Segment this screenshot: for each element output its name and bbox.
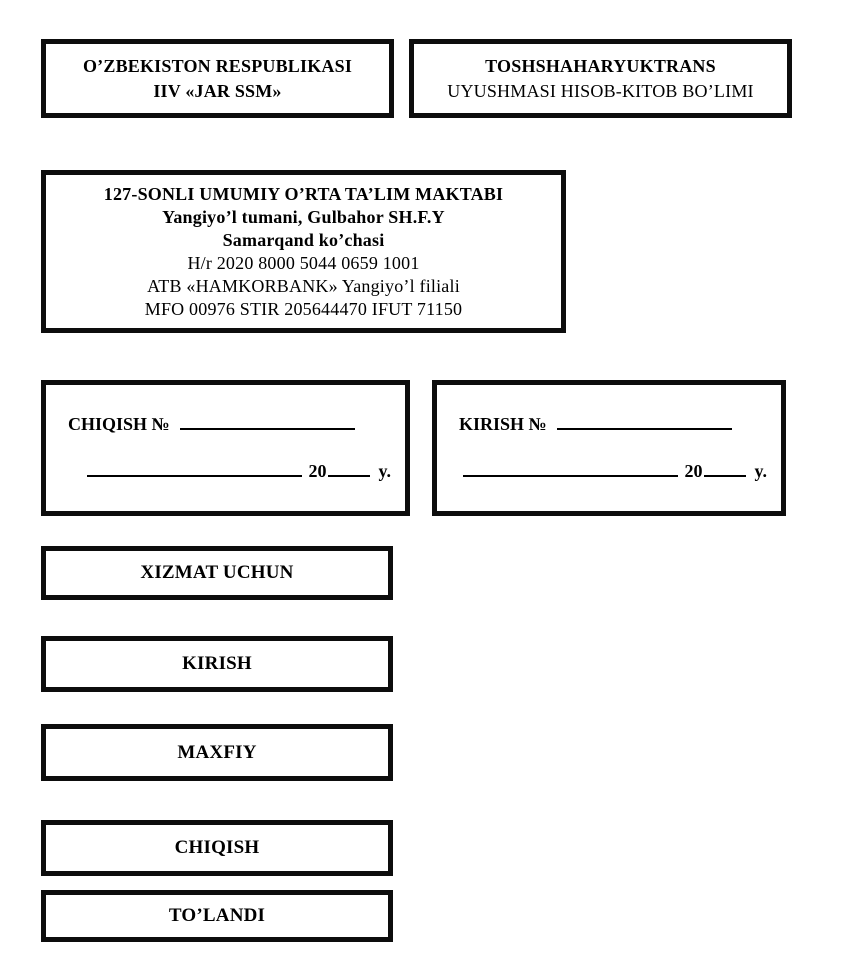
outgoing-year-prefix: 20 [308,461,327,481]
outgoing-number-blank[interactable] [179,428,355,430]
register-box-outgoing: CHIQISH № 20 y. [41,380,410,516]
school-name: 127-SONLI UMUMIY O’RTA TA’LIM MAKTABI [103,183,504,204]
school-mfo-stir-ifut: MFO 00976 STIR 205644470 IFUT 71150 [144,298,463,319]
stamp-label-chiqish: CHIQISH [174,837,260,858]
incoming-date-blank[interactable] [463,475,679,477]
incoming-year-blank[interactable] [704,475,747,477]
incoming-number-blank[interactable] [556,428,732,430]
stamp-box-kirish: KIRISH [41,636,393,692]
school-details-box: 127-SONLI UMUMIY O’RTA TA’LIM MAKTABI Ya… [41,170,566,333]
header-organization-line1: TOSHSHAHARYUKTRANS [485,55,716,76]
incoming-date-row: 20 y. [437,461,781,482]
stamp-box-xizmat-uchun: XIZMAT UCHUN [41,546,393,600]
header-box-ministry: O’ZBEKISTON RESPUBLIKASI IIV «JAR SSM» [41,39,394,118]
outgoing-number-row: CHIQISH № [46,414,405,435]
stamp-box-tolandi: TO’LANDI [41,890,393,942]
stamp-box-chiqish: CHIQISH [41,820,393,876]
header-ministry-line2: IIV «JAR SSM» [153,80,282,101]
stamp-label-tolandi: TO’LANDI [168,905,266,926]
outgoing-year-blank[interactable] [328,475,371,477]
header-ministry-line1: O’ZBEKISTON RESPUBLIKASI [82,55,353,76]
outgoing-date-blank[interactable] [87,475,303,477]
school-account-number: H/r 2020 8000 5044 0659 1001 [187,252,420,273]
school-district: Yangiyo’l tumani, Gulbahor SH.F.Y [162,206,445,227]
school-street: Samarqand ko’chasi [222,229,385,250]
incoming-year-prefix: 20 [684,461,703,481]
incoming-year-suffix: y. [754,461,767,481]
stamp-label-xizmat-uchun: XIZMAT UCHUN [140,562,294,583]
outgoing-year-suffix: y. [378,461,391,481]
outgoing-date-row: 20 y. [46,461,405,482]
incoming-number-label: KIRISH № [459,414,547,434]
register-box-incoming: KIRISH № 20 y. [432,380,786,516]
school-bank-branch: ATB «HAMKORBANK» Yangiyo’l filiali [147,275,460,296]
outgoing-number-label: CHIQISH № [68,414,170,434]
stamp-label-kirish: KIRISH [182,653,252,674]
incoming-number-row: KIRISH № [437,414,781,435]
header-box-organization: TOSHSHAHARYUKTRANS UYUSHMASI HISOB-KITOB… [409,39,792,118]
stamp-label-maxfiy: MAXFIY [177,741,257,763]
header-organization-line2: UYUSHMASI HISOB-KITOB BO’LIMI [447,80,754,101]
stamp-box-maxfiy: MAXFIY [41,724,393,781]
